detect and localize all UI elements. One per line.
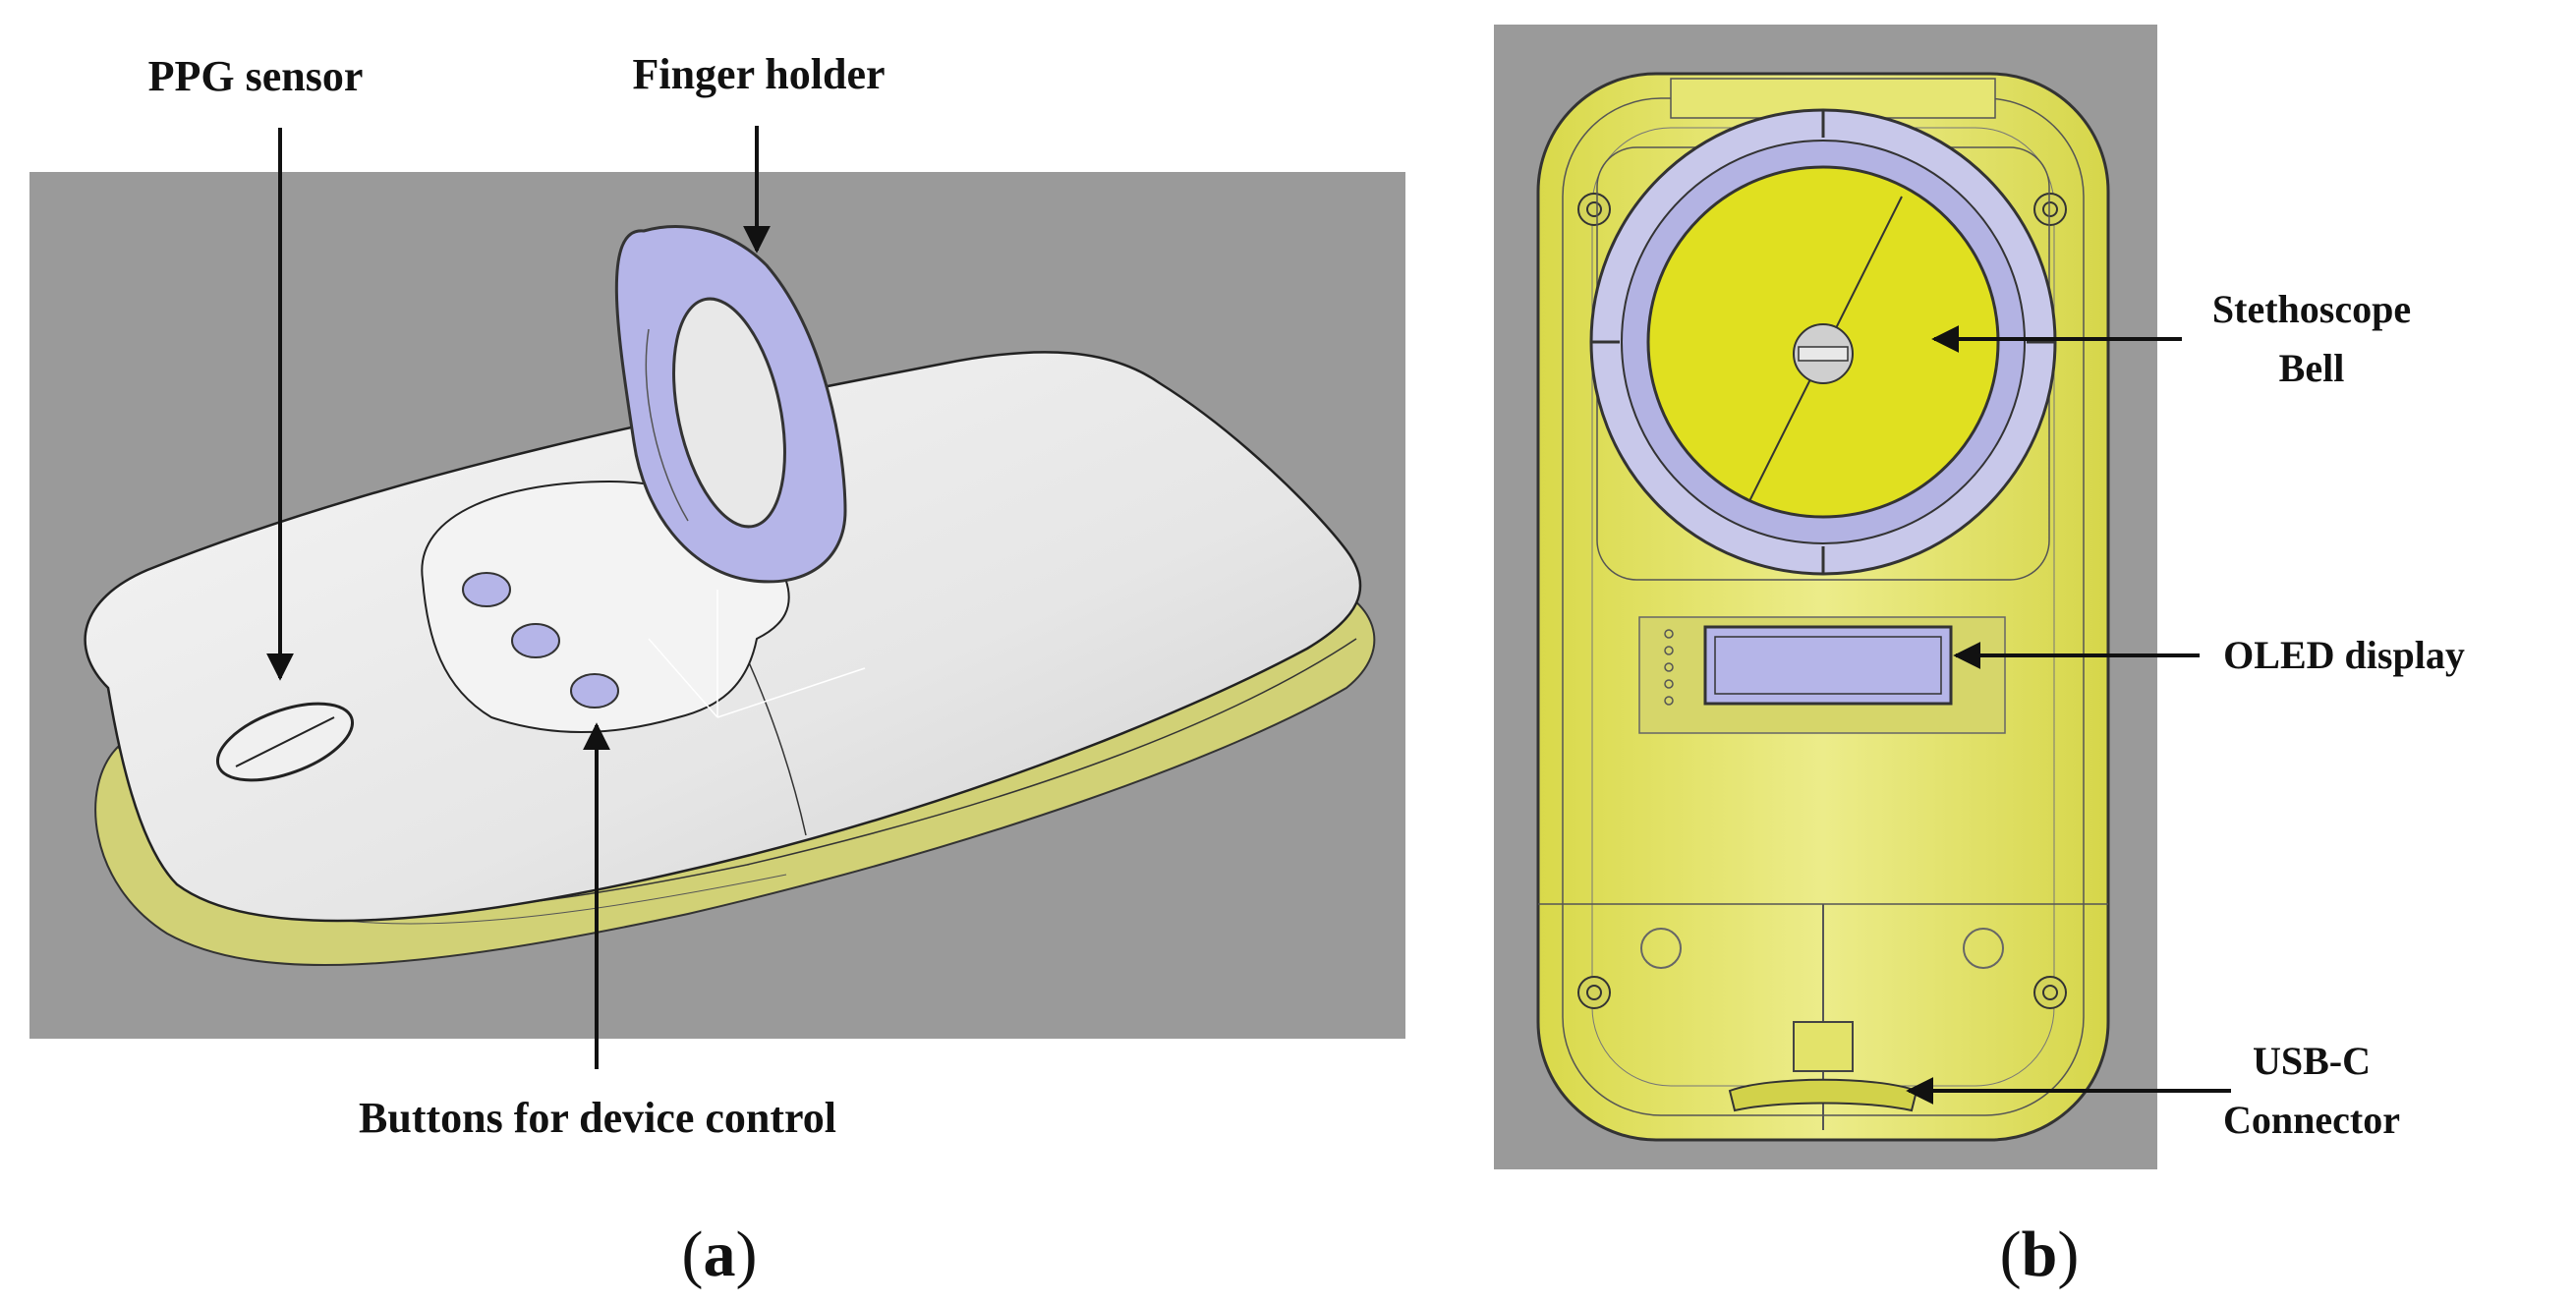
control-button-2[interactable]	[511, 623, 560, 658]
finger-holder	[614, 225, 847, 584]
label-usbc-line2: Connector	[2223, 1098, 2400, 1142]
usbc-connector	[1728, 1021, 1918, 1112]
caption-a-letter: a	[704, 1219, 736, 1290]
caption-a: (a)	[682, 1219, 758, 1290]
stethoscope-bell	[1589, 108, 2057, 581]
screw-top-right	[2033, 193, 2067, 226]
label-finger-holder: Finger holder	[632, 50, 885, 98]
oled-display	[1638, 616, 2006, 734]
panel-a: PPG sensor Finger holder Buttons for dev…	[29, 50, 1405, 1290]
label-ppg-sensor: PPG sensor	[148, 52, 364, 100]
screw-bottom-right	[2033, 976, 2067, 1009]
label-stethoscope-bell-line2: Bell	[2279, 346, 2345, 390]
screw-bottom-left	[1577, 976, 1611, 1009]
label-usbc-line1: USB-C	[2253, 1039, 2371, 1083]
label-oled-display: OLED display	[2223, 633, 2465, 677]
caption-b: (b)	[2000, 1219, 2080, 1290]
caption-b-letter: b	[2022, 1219, 2058, 1290]
panel-b: Stethoscope Bell OLED display USB-C Conn…	[1494, 25, 2465, 1290]
axis-triad	[648, 590, 866, 718]
control-button-1[interactable]	[462, 572, 511, 607]
screw-top-left	[1577, 193, 1611, 226]
control-button-3[interactable]	[570, 673, 619, 709]
label-buttons: Buttons for device control	[359, 1094, 836, 1142]
label-stethoscope-bell-line1: Stethoscope	[2212, 287, 2411, 331]
